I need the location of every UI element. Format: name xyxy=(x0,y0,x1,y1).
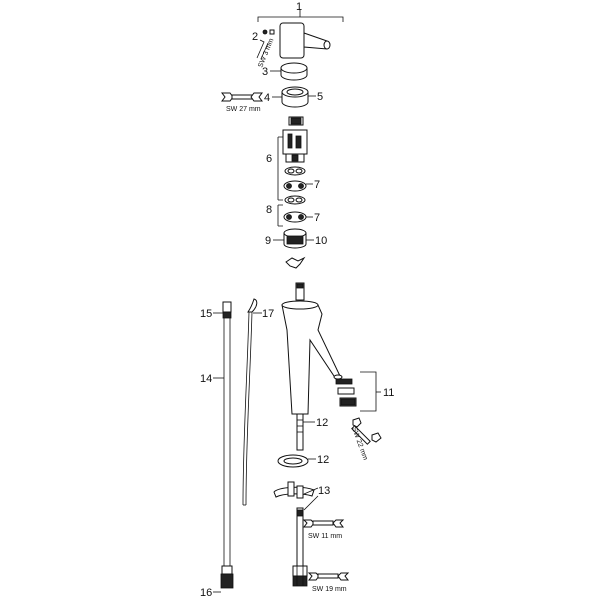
retaining-nut: 4 5 xyxy=(264,86,323,108)
part-number-3: 3 xyxy=(262,66,268,78)
part-number-10: 10 xyxy=(315,235,327,247)
wrench-size-sw19: SW 19 mm xyxy=(312,586,347,593)
wrench-sw19: SW 19 mm xyxy=(307,572,350,593)
wrench-sw22: SW 22 mm xyxy=(350,417,382,461)
base-gasket: 12 xyxy=(277,454,329,468)
hex-key-size: SW 3 mm xyxy=(257,37,275,68)
wrench-size-sw22: SW 22 mm xyxy=(350,426,368,461)
part-number-7-upper: 7 xyxy=(314,179,320,191)
part-number-5: 5 xyxy=(317,91,323,103)
wrench-sw11: SW 11 mm xyxy=(302,519,345,540)
part-number-8: 8 xyxy=(266,204,272,216)
part-number-18: 17 xyxy=(262,308,274,320)
part-number-15: 14 xyxy=(200,373,212,385)
bottom-nut xyxy=(292,565,308,587)
pull-rod: 17 xyxy=(242,298,274,506)
wrench-size-sw11: SW 11 mm xyxy=(308,533,342,540)
part-number-13: 12 xyxy=(317,454,329,466)
part-number-12: 12 xyxy=(316,417,328,429)
threaded-rod: 12 xyxy=(296,413,328,451)
handle-lever xyxy=(279,22,331,59)
diverter-insert: 9 10 xyxy=(265,228,327,249)
supply-hose: 15 14 16 xyxy=(200,301,234,599)
small-seal xyxy=(285,256,306,269)
part-number-4: 4 xyxy=(264,92,270,104)
cover-ring: 3 xyxy=(262,62,308,81)
part-number-14: 13 xyxy=(318,485,330,497)
wrench-size-sw27: SW 27 mm xyxy=(226,106,261,113)
cartridge: 6 xyxy=(266,116,308,201)
seal-set: 7 8 7 xyxy=(266,166,320,227)
part-number-1: 1 xyxy=(296,1,302,13)
part-number-9: 9 xyxy=(265,235,271,247)
wrench-sw27: SW 27 mm xyxy=(221,92,263,113)
label-1-group: 1 xyxy=(257,1,344,22)
hex-key: 2 SW 3 mm xyxy=(252,29,275,69)
aerator-set: 11 xyxy=(335,371,394,412)
part-number-2: 2 xyxy=(252,31,258,43)
part-number-6: 6 xyxy=(266,153,272,165)
part-number-16: 15 xyxy=(200,308,212,320)
part-number-7-lower: 7 xyxy=(314,212,320,224)
part-number-11: 11 xyxy=(383,387,394,399)
part-number-17: 16 xyxy=(200,587,212,599)
faucet-body xyxy=(281,282,343,415)
